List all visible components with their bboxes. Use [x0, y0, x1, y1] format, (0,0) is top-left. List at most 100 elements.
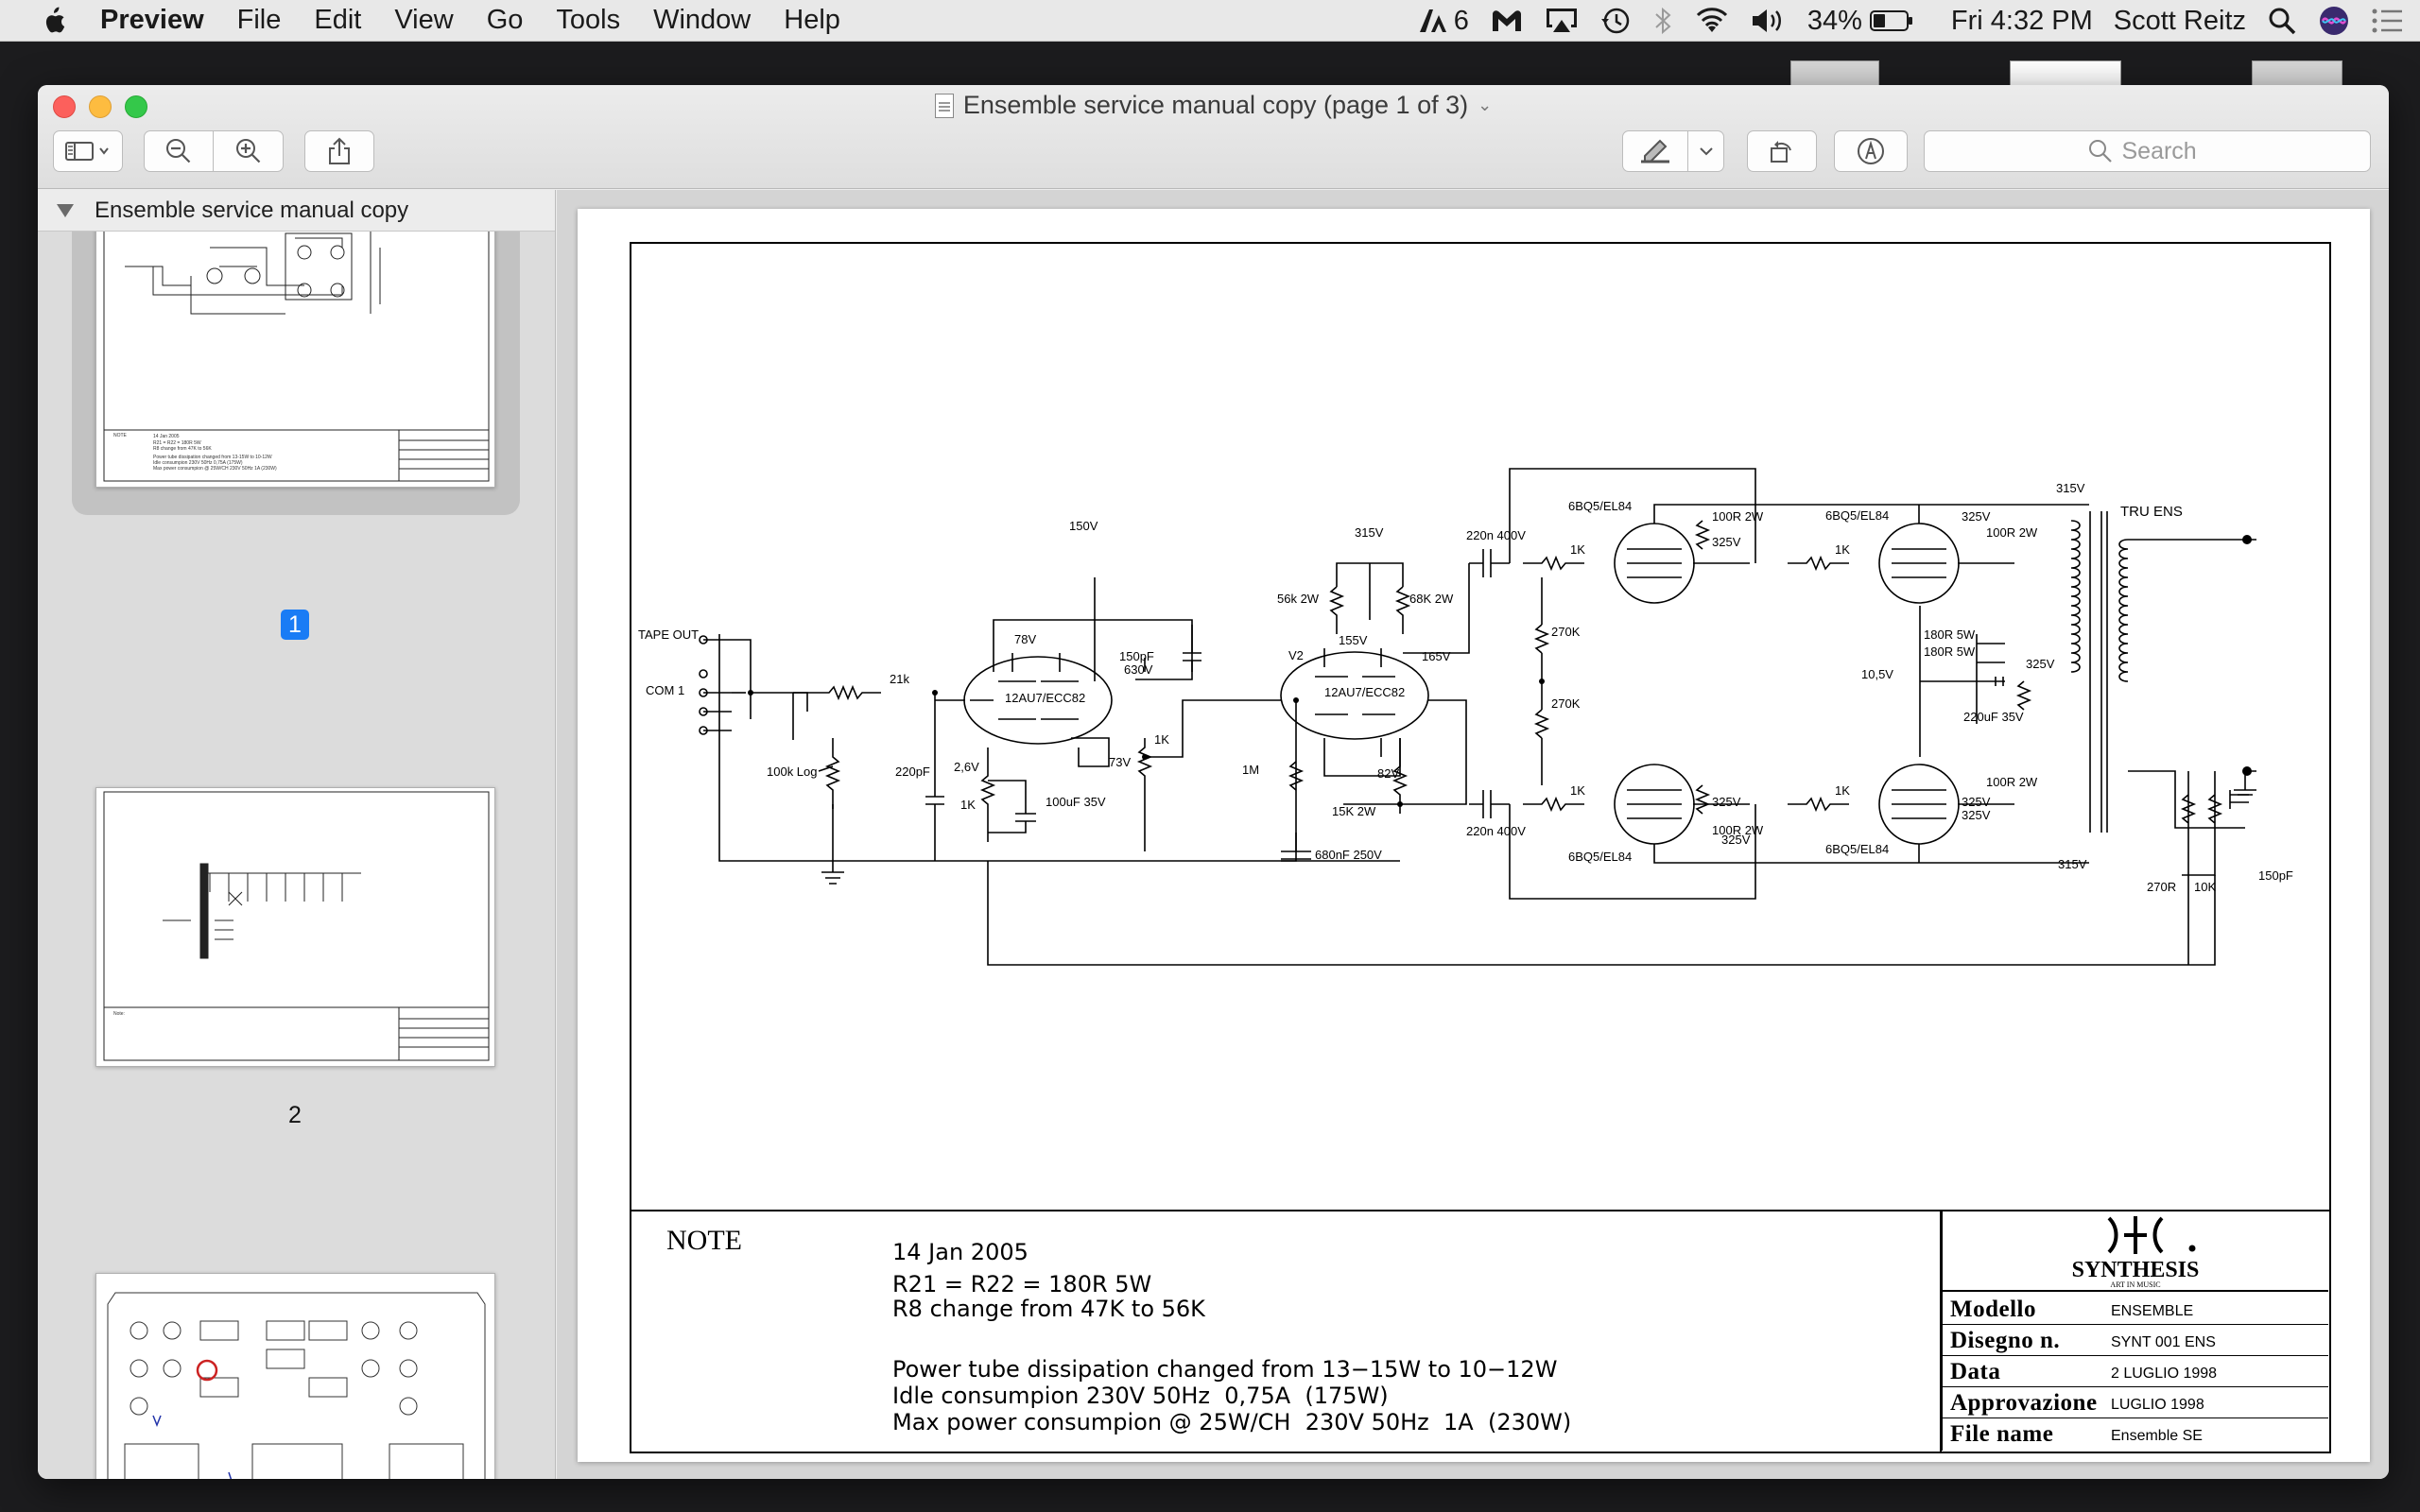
- schem-label: 6BQ5/EL84: [1568, 499, 1632, 513]
- schem-label: 325V: [2026, 657, 2055, 671]
- note-line: R8 change from 47K to 56K: [892, 1296, 1205, 1322]
- menu-go[interactable]: Go: [486, 5, 524, 35]
- desktop-file-icon[interactable]: [2252, 60, 2342, 89]
- clock[interactable]: Fri 4:32 PM: [1950, 5, 2093, 36]
- notification-center[interactable]: [2371, 8, 2403, 34]
- markup-toolbar-button[interactable]: [1834, 130, 1908, 172]
- schem-label: 150pF: [2258, 868, 2293, 883]
- schem-label: 1K: [1835, 542, 1850, 557]
- schem-label: 100R 2W: [1712, 823, 1764, 837]
- page-thumbnail-3[interactable]: [95, 1273, 495, 1479]
- spotlight-status[interactable]: [2267, 6, 2297, 36]
- wifi-status[interactable]: [1694, 7, 1730, 35]
- adobe-status[interactable]: 6: [1418, 6, 1469, 37]
- menu-app-name[interactable]: Preview: [100, 5, 204, 35]
- sidebar-view-button[interactable]: [53, 130, 123, 172]
- volume-status[interactable]: [1751, 7, 1787, 35]
- sidebar-icon: [65, 142, 109, 161]
- note-line: Power tube dissipation changed from 13−1…: [892, 1356, 1558, 1383]
- user-name[interactable]: Scott Reitz: [2113, 5, 2246, 36]
- schem-label: TAPE OUT: [638, 627, 699, 642]
- menu-tools[interactable]: Tools: [556, 5, 621, 35]
- desktop-file-icon[interactable]: [1790, 60, 1879, 89]
- page-label-1[interactable]: 1: [281, 610, 309, 640]
- zoom-out-button[interactable]: [144, 130, 214, 172]
- schem-label: 21k: [890, 672, 909, 686]
- zoom-in-icon: [235, 139, 260, 163]
- svg-text:Note:: Note:: [113, 1011, 125, 1017]
- svg-text:Power tube dissipation changed: Power tube dissipation changed from 13-1…: [153, 455, 272, 460]
- battery-percent: 34%: [1806, 5, 1862, 36]
- schem-label: 1K: [960, 798, 976, 812]
- sidebar-document-name: Ensemble service manual copy: [95, 197, 409, 223]
- title-value: ENSEMBLE: [2111, 1303, 2194, 1319]
- chevron-down-icon: [1699, 147, 1713, 156]
- adobe-icon: [1419, 9, 1446, 32]
- schem-label: COM 1: [646, 683, 684, 697]
- schem-label: 680nF 250V: [1315, 848, 1382, 862]
- highlight-menu-button[interactable]: [1688, 130, 1724, 172]
- zoom-in-button[interactable]: [214, 130, 284, 172]
- menu-window[interactable]: Window: [653, 5, 752, 35]
- zoom-window-button[interactable]: [125, 95, 147, 118]
- title-row-file-name: File name Ensemble SE: [1943, 1418, 2328, 1450]
- close-window-button[interactable]: [53, 95, 76, 118]
- schem-label: 10,5V: [1861, 667, 1893, 681]
- note-line: Idle consumpion 230V 50Hz 0,75A (175W): [892, 1383, 1389, 1409]
- disclosure-triangle-icon[interactable]: [57, 203, 74, 217]
- svg-text:R21 = R22 = 180R 5W: R21 = R22 = 180R 5W: [153, 440, 201, 446]
- menu-file[interactable]: File: [236, 5, 282, 35]
- highlight-button[interactable]: [1622, 130, 1688, 172]
- page-thumbnail-2[interactable]: Note:: [95, 787, 495, 1067]
- title-value: Ensemble SE: [2111, 1428, 2203, 1444]
- menubar: Preview File Edit View Go Tools Window H…: [0, 0, 2420, 42]
- window-title[interactable]: Ensemble service manual copy (page 1 of …: [38, 91, 2389, 120]
- schem-label: 1K: [1570, 542, 1585, 557]
- volume-icon: [1752, 9, 1781, 32]
- schem-label: 155V: [1339, 633, 1368, 647]
- airplay-icon: [1546, 9, 1577, 32]
- document-view[interactable]: TAPE OUT COM 1 100k Log 21k 220pF 150V 7…: [557, 190, 2389, 1479]
- malwarebytes-status[interactable]: [1490, 7, 1524, 35]
- airplay-status[interactable]: [1545, 7, 1579, 35]
- schem-label: 100R 2W: [1986, 775, 2038, 789]
- thumbnail-sidebar: Ensemble service manual copy NOTE 14 Jan…: [38, 190, 556, 1479]
- schem-label: 325V: [1712, 535, 1741, 549]
- document-page: TAPE OUT COM 1 100k Log 21k 220pF 150V 7…: [578, 209, 2370, 1462]
- highlight-controls: [1622, 130, 1724, 172]
- schem-label: 325V: [1962, 808, 1991, 822]
- battery-icon: [1869, 10, 1912, 31]
- schem-label: 78V: [1014, 632, 1036, 646]
- sidebar-document-header[interactable]: Ensemble service manual copy: [38, 190, 555, 232]
- schem-label: 315V: [1355, 525, 1384, 540]
- minimize-window-button[interactable]: [89, 95, 112, 118]
- menu-edit[interactable]: Edit: [314, 5, 362, 35]
- malwarebytes-icon: [1492, 10, 1521, 31]
- zoom-out-icon: [166, 139, 191, 163]
- spotlight-search-icon: [2269, 8, 2296, 35]
- schem-label: 315V: [2056, 481, 2085, 495]
- schem-label: 6BQ5/EL84: [1568, 850, 1632, 864]
- search-input[interactable]: [2121, 137, 2207, 165]
- search-field[interactable]: [1924, 130, 2371, 172]
- page-label-2[interactable]: 2: [288, 1102, 302, 1128]
- window-title-text: Ensemble service manual copy (page 1 of …: [962, 91, 1469, 119]
- rotate-button[interactable]: [1747, 130, 1817, 172]
- time-machine-status[interactable]: [1599, 6, 1632, 36]
- svg-text:Max power consumpion @ 25W/CH: Max power consumpion @ 25W/CH 230V 50Hz …: [153, 466, 277, 472]
- schem-label: V2: [1288, 648, 1304, 662]
- schem-label: 56k 2W: [1277, 592, 1320, 606]
- battery-status[interactable]: 34%: [1807, 6, 1913, 37]
- title-block: SYNTHESIS ART IN MUSIC Modello ENSEMBLE …: [1941, 1211, 2328, 1451]
- bluetooth-status[interactable]: [1652, 6, 1673, 36]
- schem-label: 180R 5W: [1924, 627, 1976, 642]
- share-button[interactable]: [304, 130, 374, 172]
- siri-status[interactable]: [2318, 5, 2350, 37]
- menu-view[interactable]: View: [394, 5, 454, 35]
- apple-menu-icon[interactable]: [40, 7, 66, 35]
- title-key: Approvazione: [1950, 1390, 2098, 1416]
- schem-label: 630V: [1124, 662, 1153, 677]
- menu-help[interactable]: Help: [784, 5, 840, 35]
